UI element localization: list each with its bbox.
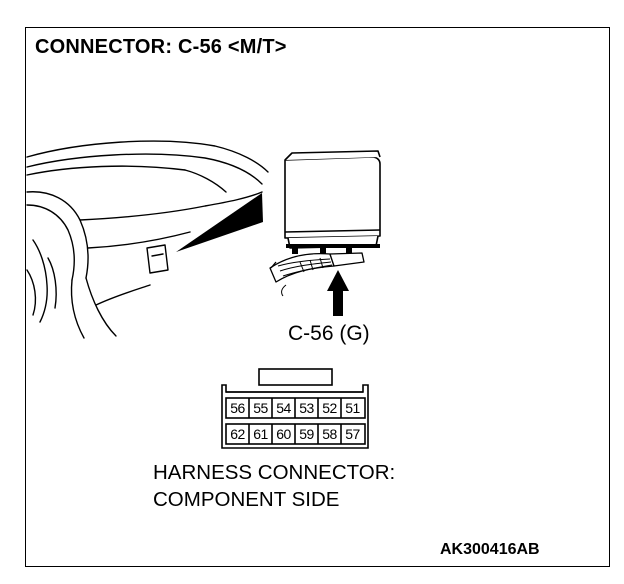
connector-face [221,368,369,449]
pin-label: 61 [253,426,268,442]
pin-label: 53 [299,400,314,416]
leader-wedge [176,193,263,252]
connector-callout-label: C-56 (G) [288,322,370,345]
ecu-bracket [286,244,380,254]
pin-label: 56 [230,400,245,416]
pin-label: 58 [322,426,337,442]
pin-label: 55 [253,400,268,416]
pin-label: 51 [345,400,360,416]
harness-wires [277,257,333,297]
caption-line-2: COMPONENT SIDE [153,488,340,511]
pin-label: 62 [230,426,245,442]
pin-label: 60 [276,426,291,442]
pin-label: 54 [276,400,291,416]
dashboard-outline [26,140,269,173]
connector-caption: HARNESS CONNECTOR: COMPONENT SIDE [153,459,395,513]
ecu-module [284,150,381,249]
diagram-title: CONNECTOR: C-56 <M/T> [35,36,287,58]
pin-label: 52 [322,400,337,416]
figure-code: AK300416AB [440,541,540,558]
figure-frame [25,27,610,567]
pin-label: 57 [345,426,360,442]
caption-line-1: HARNESS CONNECTOR: [153,461,396,484]
callout-arrow [327,270,349,316]
pin-label: 59 [299,426,314,442]
